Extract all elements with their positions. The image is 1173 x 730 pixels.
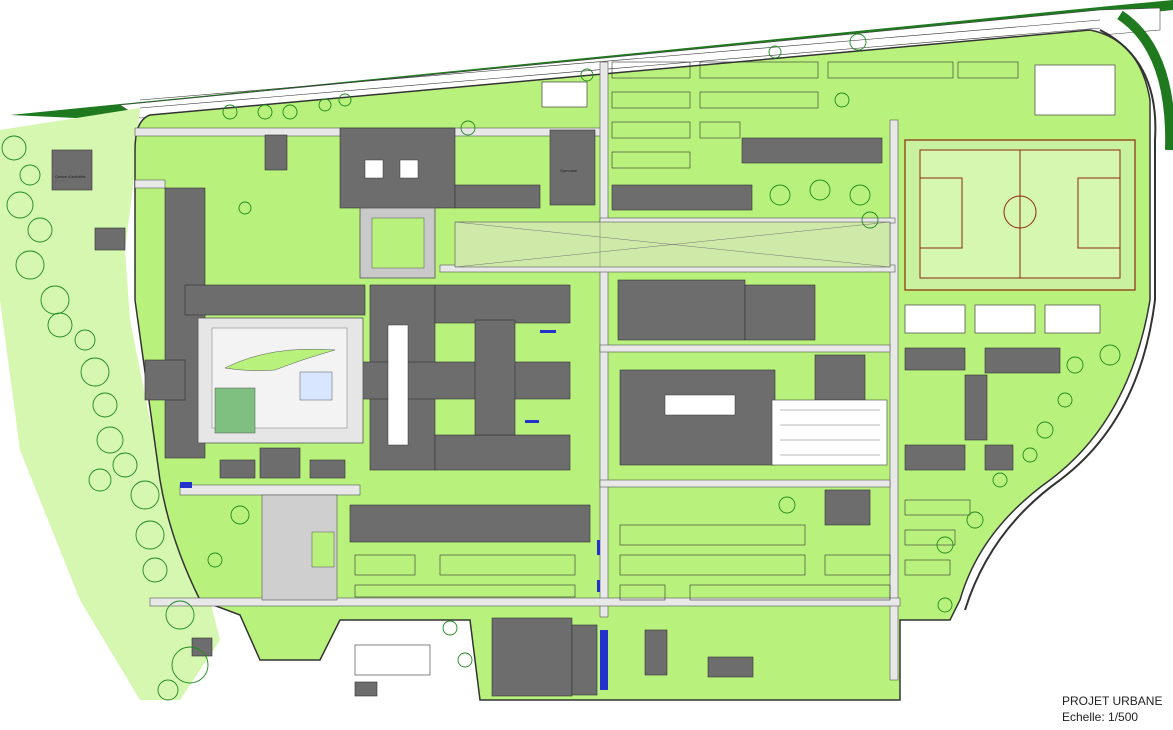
- promenade: [454, 221, 891, 268]
- parking-icon: [354, 61, 1019, 676]
- ring-road: [964, 29, 1157, 611]
- title-block: PROJET URBANE Echelle: 1/500: [1062, 693, 1172, 725]
- tree-icon: [1, 33, 1121, 701]
- railway-strip: [10, 0, 1173, 120]
- courtyard: [197, 317, 364, 444]
- small-building-label: Centre d'activités: [55, 174, 86, 179]
- water-markers: [180, 330, 608, 690]
- left-green-buffer: [0, 108, 220, 700]
- tennis-court-icon: [541, 64, 1116, 334]
- gymnase-label: Gymnase: [560, 168, 578, 173]
- scale-label: Echelle: 1/500: [1062, 710, 1139, 724]
- football-field-icon: [904, 139, 1136, 291]
- project-title: PROJET URBANE: [1062, 694, 1163, 708]
